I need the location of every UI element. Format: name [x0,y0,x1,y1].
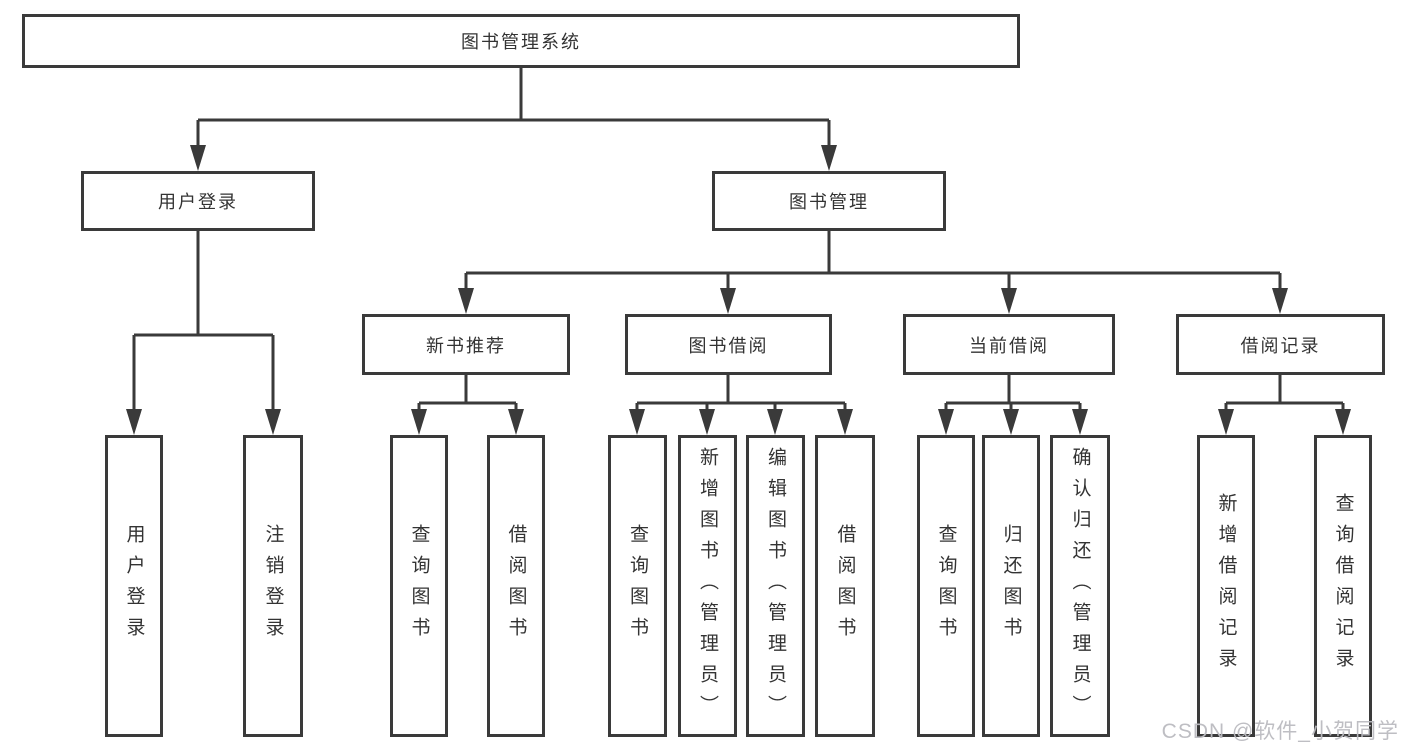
arrowhead [629,409,645,435]
leaf-borrow-edit-books-admin-label: 编辑图书（管理员） [765,446,786,726]
arrowhead [1072,409,1088,435]
arrowhead [126,409,142,435]
arrowhead [265,409,281,435]
leaf-newbook-borrow-books: 借阅图书 [487,435,545,737]
node-user-login-label: 用户登录 [158,192,238,212]
node-book-management-label: 图书管理 [789,192,869,212]
node-new-book-recommend: 新书推荐 [362,314,570,375]
leaf-logout-login: 注销登录 [243,435,303,737]
leaf-records-query-record: 查询借阅记录 [1314,435,1372,737]
arrowhead [1335,409,1351,435]
leaf-records-add-record-label: 新增借阅记录 [1215,493,1237,679]
arrowhead [720,288,736,314]
node-book-borrow: 图书借阅 [625,314,832,375]
leaf-borrow-borrow-books-label: 借阅图书 [834,524,856,648]
leaf-borrow-borrow-books: 借阅图书 [815,435,875,737]
leaf-current-return-books-label: 归还图书 [1000,524,1022,648]
arrowhead [1003,409,1019,435]
leaf-current-query-books-label: 查询图书 [935,524,957,648]
leaf-records-query-record-label: 查询借阅记录 [1332,493,1354,679]
arrowhead [1001,288,1017,314]
leaf-newbook-borrow-books-label: 借阅图书 [505,524,527,648]
arrowhead [699,409,715,435]
connector-borrow-records-to-leaves [1218,375,1351,435]
arrowhead [458,288,474,314]
leaf-current-confirm-return-admin: 确认归还（管理员） [1050,435,1110,737]
connector-book-mgmt-to-level3 [458,231,1288,314]
leaf-user-login-label: 用户登录 [123,524,145,648]
connector-current-borrow-to-leaves [938,375,1088,435]
leaf-newbook-query-books: 查询图书 [390,435,448,737]
node-borrow-records: 借阅记录 [1176,314,1385,375]
arrowhead [411,409,427,435]
node-user-login: 用户登录 [81,171,315,231]
connector-root-to-level2 [190,68,837,171]
connector-new-books-to-leaves [411,375,524,435]
node-current-borrow-label: 当前借阅 [969,335,1049,356]
arrowhead [1218,409,1234,435]
leaf-borrow-edit-books-admin: 编辑图书（管理员） [746,435,805,737]
leaf-borrow-query-books: 查询图书 [608,435,667,737]
leaf-newbook-query-books-label: 查询图书 [408,524,430,648]
leaf-borrow-add-books-admin-label: 新增图书（管理员） [697,446,718,726]
leaf-current-return-books: 归还图书 [982,435,1040,737]
connector-user-login-to-leaves [126,231,281,435]
node-root-label: 图书管理系统 [461,32,581,52]
arrowhead [508,409,524,435]
arrowhead [938,409,954,435]
leaf-logout-login-label: 注销登录 [262,524,284,648]
connector-book-borrow-to-leaves [629,375,853,435]
arrowhead [767,409,783,435]
arrowhead [190,145,206,171]
leaf-user-login: 用户登录 [105,435,163,737]
leaf-borrow-query-books-label: 查询图书 [627,524,648,648]
leaf-current-confirm-return-admin-label: 确认归还（管理员） [1069,446,1091,726]
node-current-borrow: 当前借阅 [903,314,1115,375]
node-borrow-records-label: 借阅记录 [1240,335,1321,356]
csdn-watermark: CSDN @软件_小贺同学 [1161,720,1399,743]
node-root: 图书管理系统 [22,14,1020,68]
node-book-management: 图书管理 [712,171,946,231]
arrowhead [837,409,853,435]
node-new-book-recommend-label: 新书推荐 [426,335,506,356]
arrowhead [1272,288,1288,314]
arrowhead [821,145,837,171]
leaf-borrow-add-books-admin: 新增图书（管理员） [678,435,737,737]
leaf-current-query-books: 查询图书 [917,435,975,737]
leaf-records-add-record: 新增借阅记录 [1197,435,1255,737]
node-book-borrow-label: 图书借阅 [688,335,769,356]
